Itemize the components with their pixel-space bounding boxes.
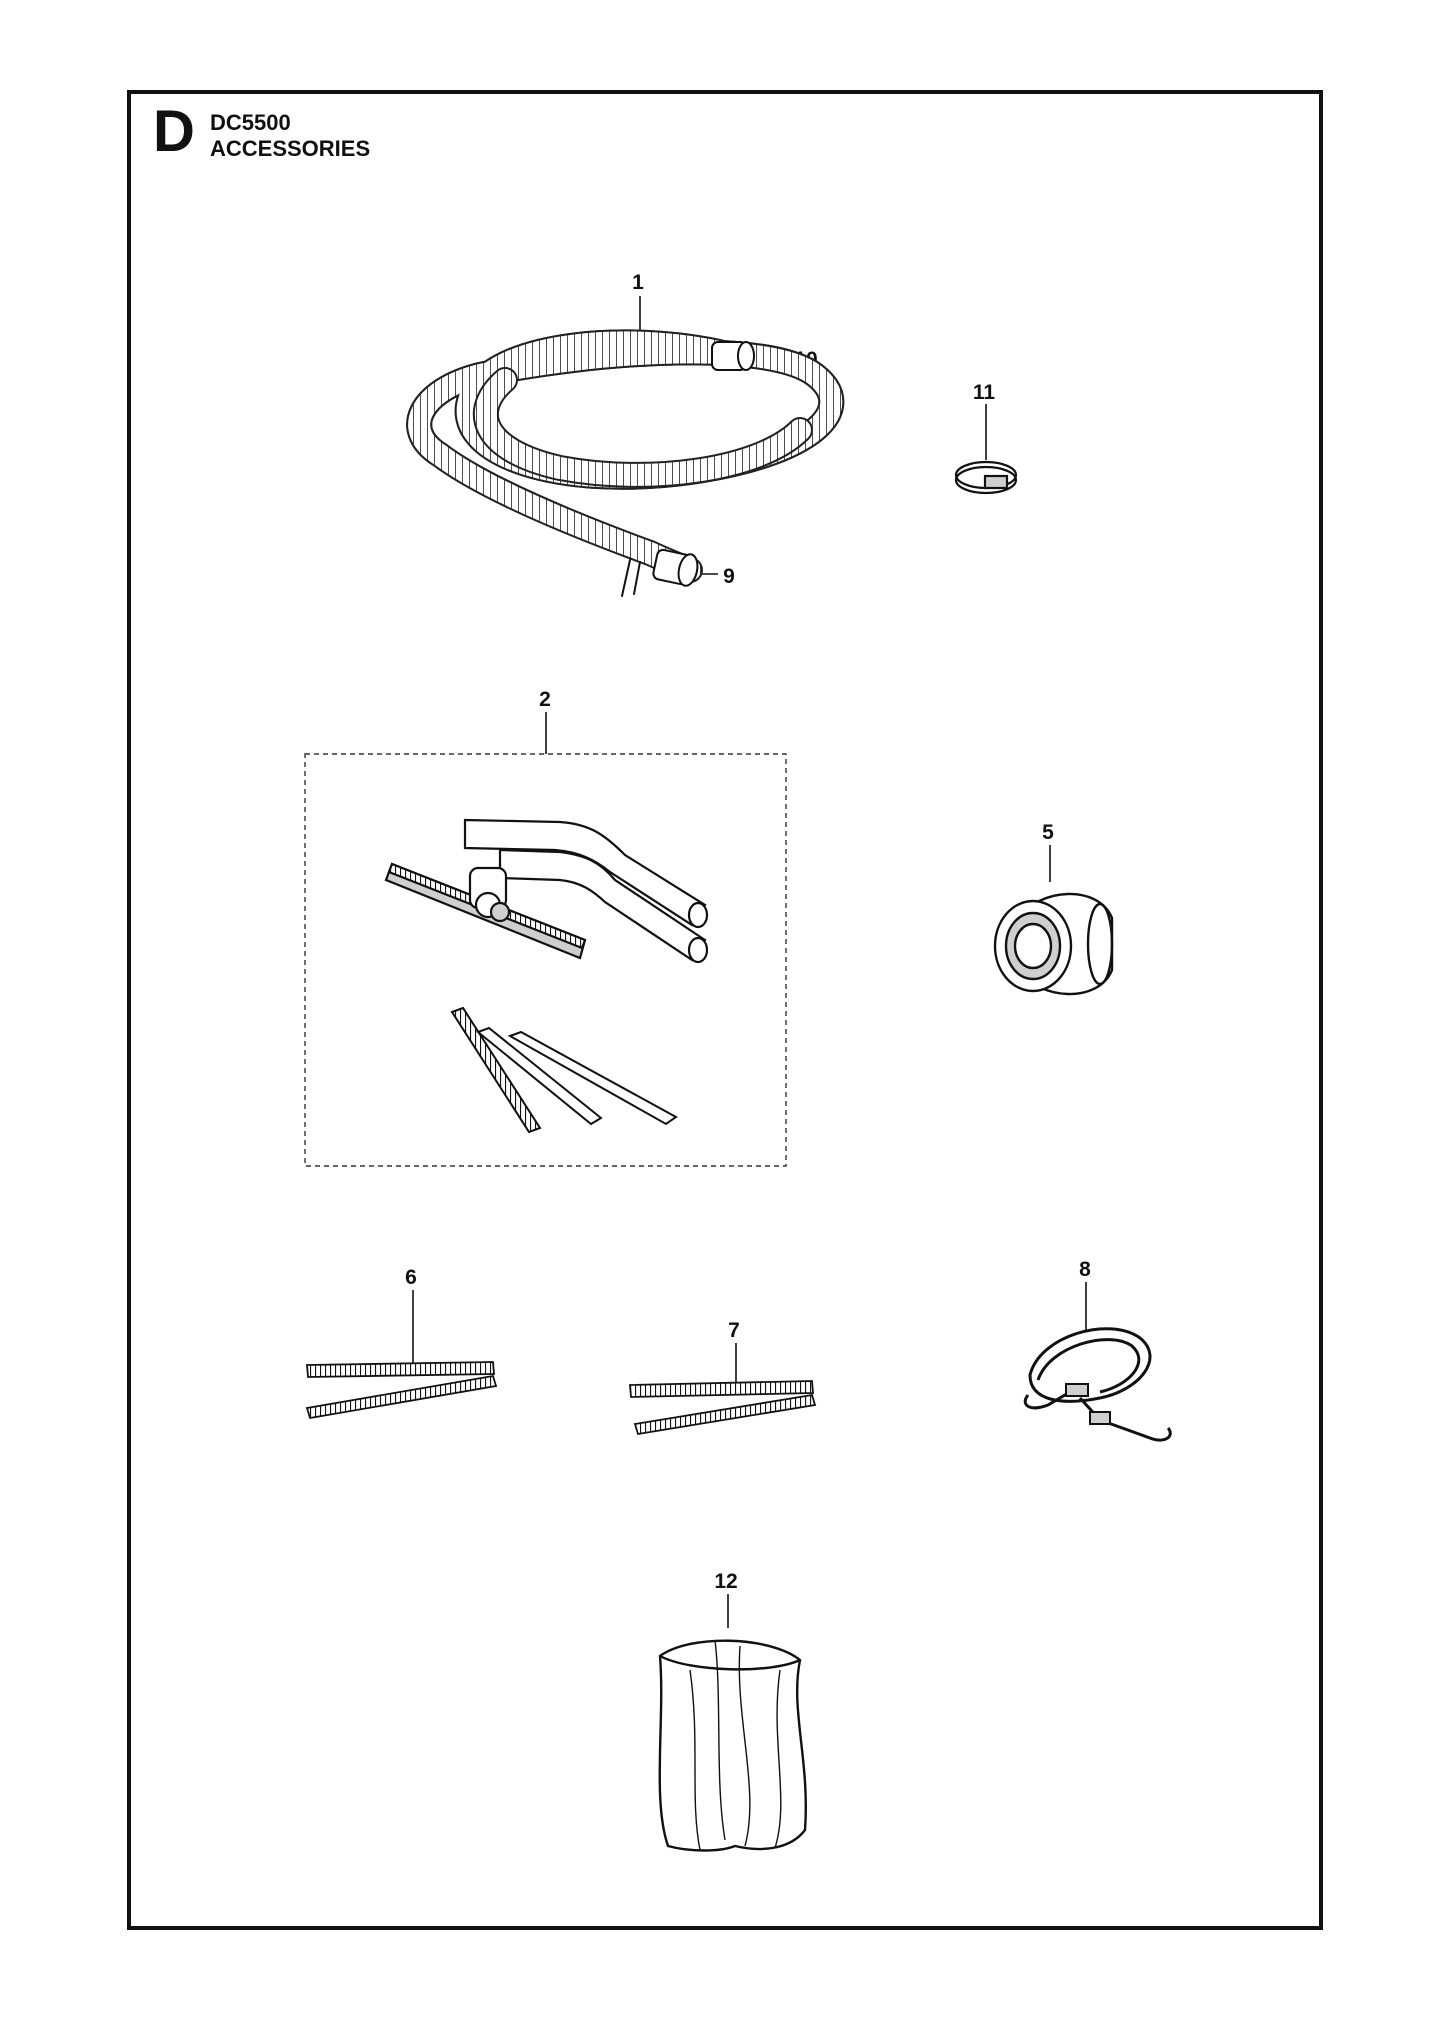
squeegee-strips-7-illustration [629,1380,817,1436]
diagram-frame [127,90,1323,1930]
filter-bag-illustration [658,1639,807,1852]
model-name: DC5500 [210,110,291,135]
callout-9: 9 [723,565,735,588]
diagram-title: ACCESSORIES [210,136,371,161]
cap-illustration [993,892,1114,996]
hose-clamp-illustration [954,460,1018,495]
section-letter: D [153,99,195,164]
callout-8: 8 [1079,1258,1091,1281]
hose-coil-illustration [406,329,845,597]
squeegee-strips-6-illustration [305,1361,498,1420]
callout-6: 6 [405,1266,417,1289]
callout-1: 1 [632,271,644,294]
callout-5: 5 [1042,821,1054,844]
callout-7: 7 [728,1319,740,1342]
floor-nozzle-kit-illustration [304,753,787,1167]
callout-12: 12 [714,1570,738,1593]
callout-2: 2 [539,688,551,711]
callout-11: 11 [972,381,996,404]
elastic-cord-illustration [1023,1327,1172,1442]
